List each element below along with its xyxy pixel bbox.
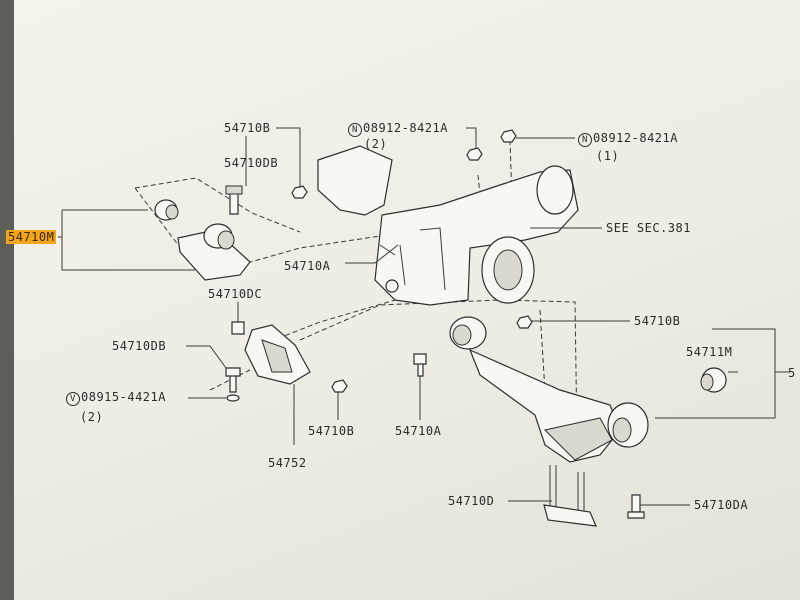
rear-mount-bracket: [225, 321, 311, 402]
part-label-54711m[interactable]: 54711M: [686, 345, 733, 359]
bracket-54710m: [58, 209, 195, 271]
leader-lines: [186, 127, 690, 506]
nut-ref-text: 08912-8421A: [363, 121, 448, 135]
section-reference-link[interactable]: SEE SEC.381: [606, 221, 691, 235]
part-label-54752[interactable]: 54752: [268, 456, 307, 470]
u-bolt-54710d: [543, 465, 645, 527]
rear-member-arm: [379, 244, 727, 463]
nut-group: [291, 129, 533, 393]
part-label-54710d[interactable]: 54710D: [448, 494, 495, 508]
washer-ref-text: 08915-4421A: [81, 390, 166, 404]
part-label-cut-off: 5: [788, 366, 796, 380]
n-symbol-icon: N: [348, 123, 362, 137]
assembly-dash-mid: [299, 139, 578, 441]
quantity-label-2: (2): [364, 137, 388, 151]
bracket-54711m: [655, 328, 790, 419]
part-label-54710b-bottom[interactable]: 54710B: [308, 424, 355, 438]
part-label-54710b-top[interactable]: 54710B: [224, 121, 271, 135]
part-label-54710a-left[interactable]: 54710A: [284, 259, 331, 273]
part-label-54710dc[interactable]: 54710DC: [208, 287, 263, 301]
part-label-54710b-right[interactable]: 54710B: [634, 314, 681, 328]
part-label-54710db-left[interactable]: 54710DB: [112, 339, 167, 353]
v-symbol-icon: V: [66, 392, 80, 406]
quantity-label-1: (1): [596, 149, 620, 163]
n-symbol-icon: N: [578, 133, 592, 147]
front-mount-bracket: [154, 136, 251, 281]
part-label-54710da[interactable]: 54710DA: [694, 498, 749, 512]
differential-housing: [317, 145, 579, 306]
quantity-label-washer: (2): [80, 410, 104, 424]
part-label-54710a-bottom[interactable]: 54710A: [395, 424, 442, 438]
nut-ref-text: 08912-8421A: [593, 131, 678, 145]
part-label-54710db-top[interactable]: 54710DB: [224, 156, 279, 170]
part-label-54710m[interactable]: 54710M: [6, 230, 57, 244]
